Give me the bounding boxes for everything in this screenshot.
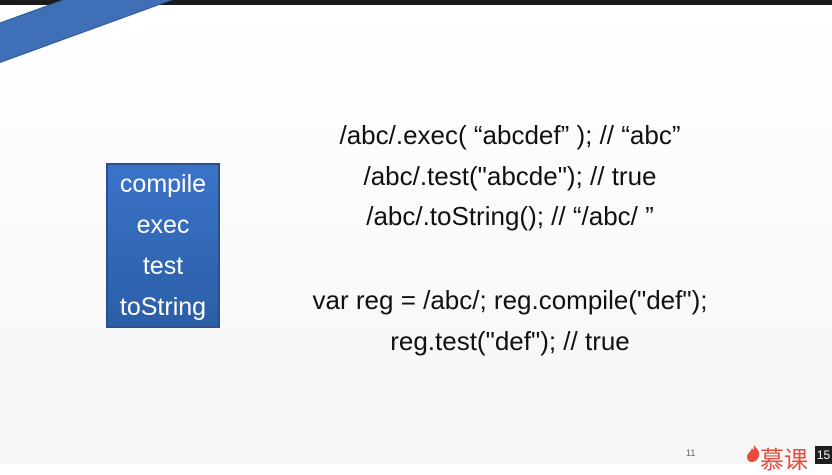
- method-item-test: test: [142, 251, 184, 280]
- methods-box: compile exec test toString: [106, 163, 220, 328]
- top-bar: [0, 0, 832, 5]
- code-line-test-def: reg.test("def"); // true: [390, 326, 630, 356]
- code-line-compile: var reg = /abc/; reg.compile("def");: [312, 285, 708, 315]
- code-line-test: /abc/.test("abcde"); // true: [363, 161, 657, 191]
- code-line-tostring: /abc/.toString(); // “/abc/ ”: [366, 201, 654, 231]
- brand-logo-text: 慕课: [760, 447, 808, 474]
- flame-icon: [747, 445, 760, 462]
- method-item-exec: exec: [136, 210, 190, 239]
- time-badge: 15: [815, 446, 832, 464]
- page-number: 11: [686, 448, 696, 458]
- code-line-exec: /abc/.exec( “abcdef” ); // “abc”: [339, 120, 681, 150]
- method-item-compile: compile: [119, 169, 207, 198]
- method-item-tostring: toString: [119, 292, 207, 321]
